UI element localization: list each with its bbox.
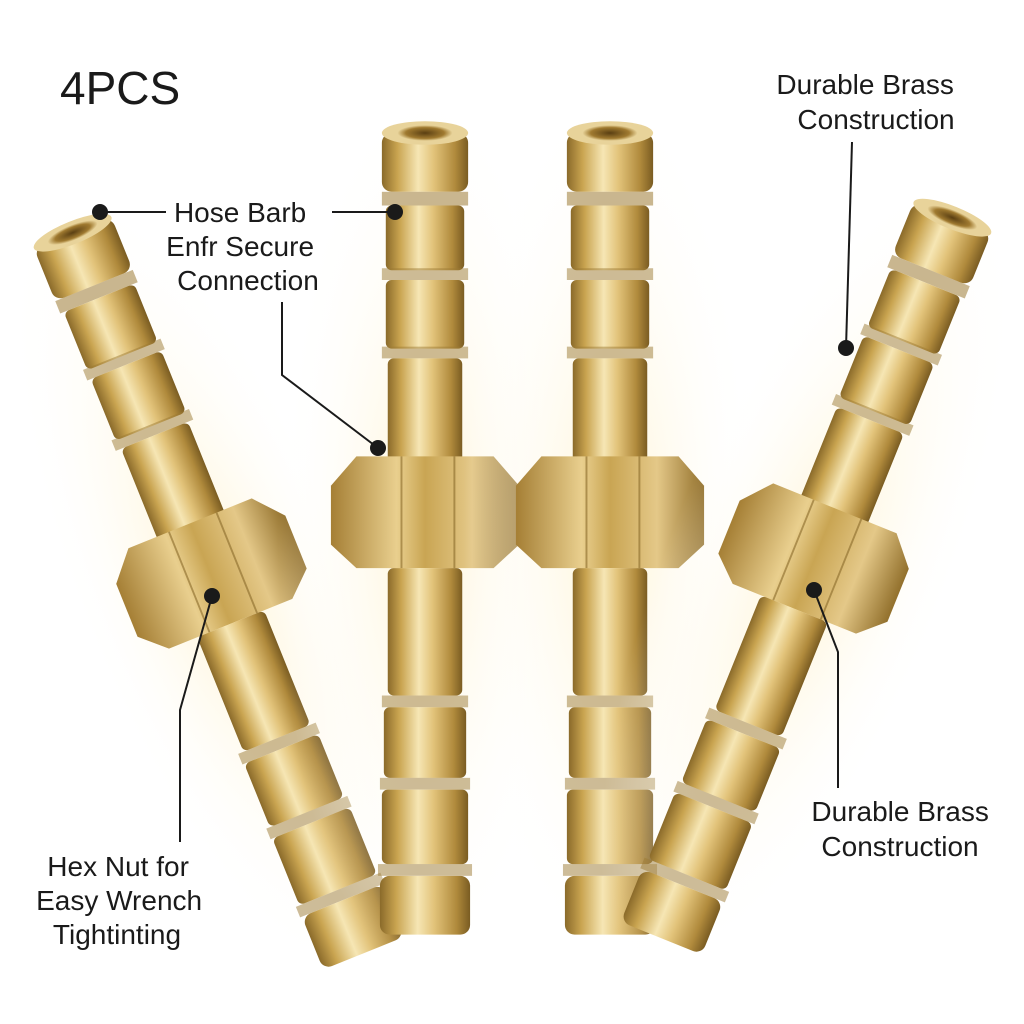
callout-durable-brass-bottom: Durable Brass Construction: [806, 582, 996, 862]
callout-dot: [806, 582, 822, 598]
brass-fitting-4: [575, 161, 1024, 979]
callout-dot: [838, 340, 854, 356]
callout-label: Hex Nut for Easy Wrench Tightinting: [36, 851, 210, 950]
callout-dot: [370, 440, 386, 456]
callout-dot: [387, 204, 403, 220]
quantity-badge: 4PCS: [60, 62, 180, 114]
callout-dot: [204, 588, 220, 604]
callout-hex-nut: Hex Nut for Easy Wrench Tightinting: [36, 588, 220, 950]
callout-label: Durable Brass Construction: [811, 796, 996, 862]
callout-durable-brass-top: Durable Brass Construction: [776, 69, 961, 356]
callout-label: Hose Barb Enfr Secure Connection: [166, 197, 322, 296]
callout-label: Durable Brass Construction: [776, 69, 961, 135]
callout-hose-barb: Hose Barb Enfr Secure Connection: [92, 197, 403, 456]
callout-dot: [92, 204, 108, 220]
